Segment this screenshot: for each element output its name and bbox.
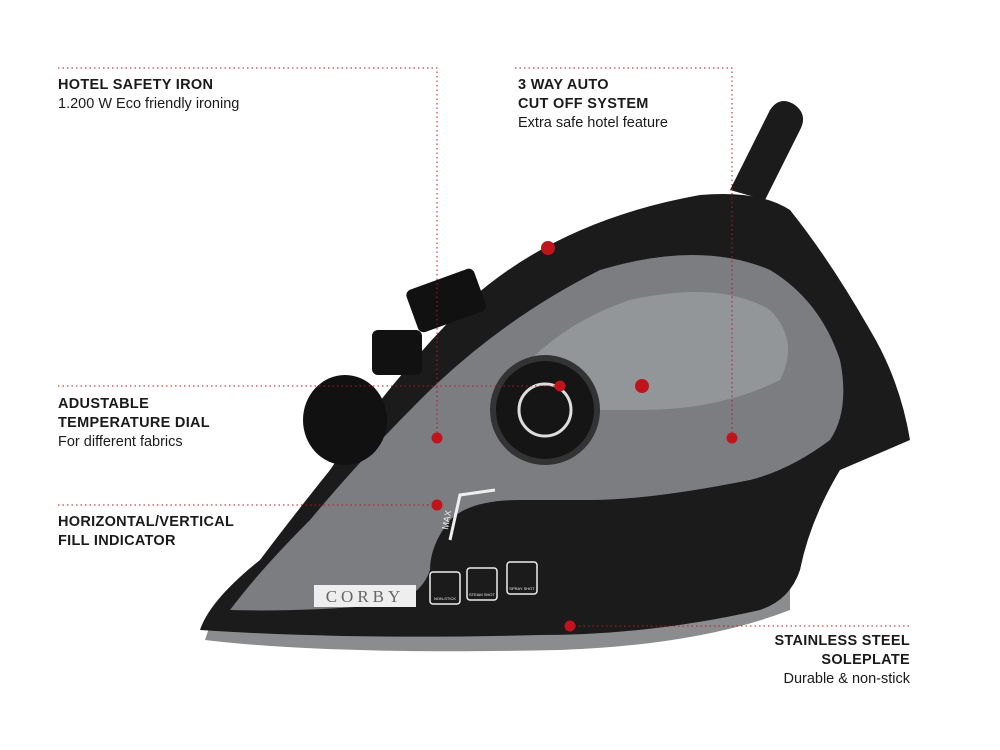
fill-cap [303,375,387,465]
leader-lines [58,67,910,627]
callout-title: 3 WAY AUTO [518,77,609,93]
svg-text:CORBY: CORBY [326,587,405,606]
cord-guard [730,101,804,200]
callout-fill-indicator: HORIZONTAL/VERTICAL FILL INDICATOR [58,513,234,551]
max-fill-mark [448,488,496,541]
callout-temperature-dial: ADUSTABLE TEMPERATURE DIAL For different… [58,395,210,452]
dial-marking [517,382,573,438]
max-label: MAX [440,509,453,530]
callout-title: CUT OFF SYSTEM [518,96,649,112]
steam-button [406,268,487,333]
brand-logo: CORBY [314,585,416,607]
callout-title: SOLEPLATE [821,652,910,668]
svg-text:SPRAY SHOT: SPRAY SHOT [509,586,535,591]
red-indicator-2 [635,379,649,393]
callout-title: HORIZONTAL/VERTICAL [58,514,235,530]
callout-title: HOTEL SAFETY IRON [58,77,214,93]
temperature-dial [490,355,600,465]
badge-non-stick: NON-STICK [429,571,461,605]
callout-safety-iron: HOTEL SAFETY IRON 1.200 W Eco friendly i… [58,76,239,114]
callout-title: FILL INDICATOR [58,533,176,549]
spray-knob [372,330,422,375]
callout-soleplate: STAINLESS STEEL SOLEPLATE Durable & non-… [774,632,910,689]
callout-dots [431,380,738,632]
callout-subtitle: Durable & non-stick [783,671,910,687]
svg-text:NON-STICK: NON-STICK [434,596,456,601]
callout-title: ADUSTABLE [58,396,150,412]
callout-title: TEMPERATURE DIAL [58,415,210,431]
badge-steam-shot: STEAM SHOT [466,567,498,601]
badge-spray-shot: SPRAY SHOT [506,561,538,595]
callout-subtitle: Extra safe hotel feature [518,115,668,131]
red-indicator [541,241,555,255]
callout-title: STAINLESS STEEL [774,633,910,649]
callout-auto-cutoff: 3 WAY AUTO CUT OFF SYSTEM Extra safe hot… [518,76,668,133]
svg-text:STEAM SHOT: STEAM SHOT [469,592,496,597]
callout-subtitle: 1.200 W Eco friendly ironing [58,96,240,112]
callout-subtitle: For different fabrics [58,434,183,450]
